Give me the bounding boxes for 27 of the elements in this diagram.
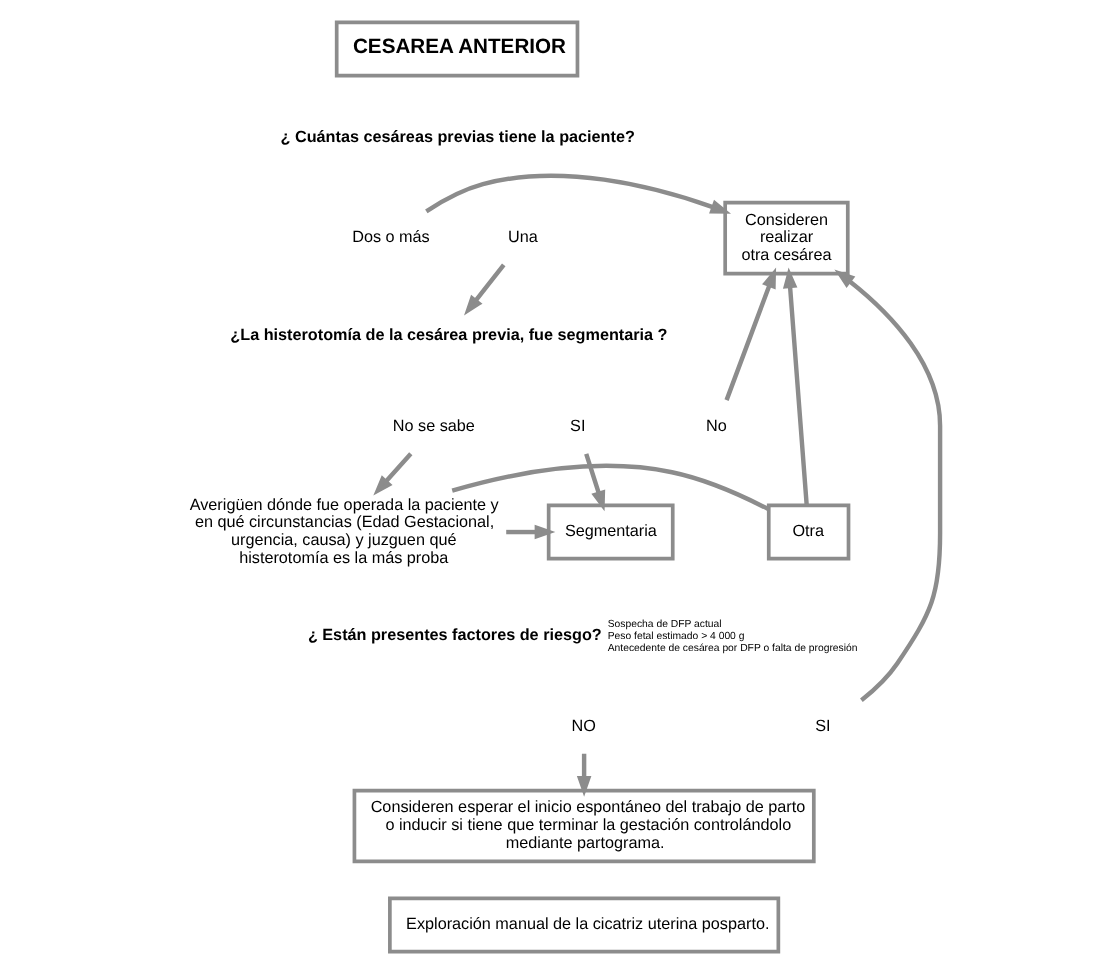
node-box: Consideren realizar otra cesárea	[723, 200, 850, 276]
arrow	[464, 263, 506, 316]
node-text: NO	[571, 717, 596, 736]
node-box: Consideren esperar el inicio espontáneo del trabajo de parto o inducir si tiene que terminar la gestación controlándolo mediante partograma.	[352, 788, 816, 864]
node-box: Segmentaria	[546, 503, 675, 561]
node-text: No se sabe	[392, 417, 475, 436]
arrow	[834, 269, 943, 702]
node-text: No	[705, 417, 727, 436]
arrow	[724, 267, 777, 401]
arrow	[584, 453, 606, 512]
node-text: ¿ Están presentes factores de riesgo?	[307, 625, 602, 644]
node-text: SI	[815, 717, 831, 736]
node-text: Una	[508, 228, 538, 247]
arrow	[373, 452, 413, 496]
node-box: Otra	[766, 503, 851, 561]
node-text: Dos o más	[352, 228, 430, 247]
arrow	[506, 524, 556, 540]
node-text: ¿ Cuántas cesáreas previas tiene la paciente?	[280, 127, 635, 146]
arrow	[782, 267, 809, 506]
node-box: Exploración manual de la cicatriz uterina posparto.	[388, 896, 781, 954]
node-text: ¿La histerotomía de la cesárea previa, fue segmentaria ?	[230, 325, 668, 344]
node-text: Averigüen dónde fue operada la paciente y en qué circunstancias (Edad Gestacional, urgencia, causa) y juzguen qué histerotomía es la más proba	[189, 495, 499, 567]
arrow	[576, 753, 592, 797]
node-box: CESAREA ANTERIOR	[334, 20, 580, 78]
connector	[451, 463, 770, 512]
node-text: SI	[570, 417, 586, 436]
arrow	[425, 173, 732, 214]
